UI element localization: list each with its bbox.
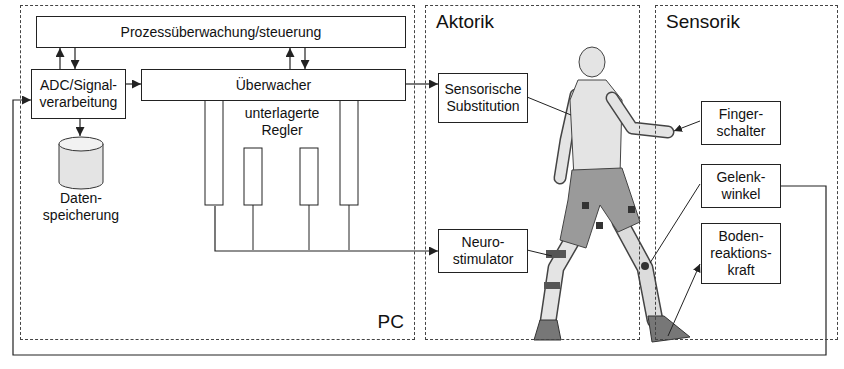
node-label: Überwacher bbox=[236, 77, 311, 94]
process-box: Neuro- stimulator bbox=[438, 229, 528, 273]
process-box: Prozessüberwachung/steuerung bbox=[36, 16, 406, 48]
connector-arrow bbox=[406, 83, 438, 84]
bus-wire bbox=[349, 205, 350, 250]
node-label: Sensorische Substitution bbox=[441, 81, 525, 115]
bus-wire bbox=[309, 205, 310, 250]
sensor-box: Boden- reaktions- kraft bbox=[701, 223, 781, 284]
electrode bbox=[596, 222, 603, 229]
node-label: Boden- reaktions- kraft bbox=[704, 228, 778, 279]
controller-group: unterlagerte Regler bbox=[201, 101, 363, 206]
node-label: unterlagerte Regler bbox=[237, 105, 327, 139]
controller-box bbox=[205, 100, 223, 205]
person-figure bbox=[534, 47, 690, 342]
group-title: Sensorik bbox=[666, 11, 740, 33]
orthosis bbox=[544, 282, 560, 289]
orthosis bbox=[546, 250, 566, 258]
connector-arrow bbox=[126, 83, 141, 84]
leader-line bbox=[650, 184, 700, 263]
group-region: SensorikFinger- schalterGelenk- winkelBo… bbox=[655, 5, 838, 340]
leader-line bbox=[674, 121, 700, 131]
process-box: ADC/Signal- verarbeitung bbox=[31, 69, 126, 119]
leader-line bbox=[527, 97, 571, 115]
connector-arrow bbox=[304, 48, 305, 69]
node-label: ADC/Signal- verarbeitung bbox=[34, 77, 123, 111]
leader-line bbox=[527, 250, 552, 256]
node-label: Prozessüberwachung/steuerung bbox=[121, 24, 322, 41]
connector-arrow bbox=[79, 119, 80, 136]
connector-arrow bbox=[59, 48, 60, 69]
process-box: Sensorische Substitution bbox=[438, 73, 528, 123]
node-label: Finger- schalter bbox=[704, 106, 778, 140]
connector-arrow bbox=[289, 48, 290, 69]
connector-arrow bbox=[215, 206, 438, 251]
electrode bbox=[628, 206, 635, 213]
controller-box bbox=[300, 148, 318, 205]
sensor-box: Finger- schalter bbox=[701, 101, 781, 145]
database-cylinder bbox=[56, 136, 106, 190]
group-region: PC Prozessüberwachung/steuerungADC/Signal… bbox=[20, 5, 415, 340]
connector-arrow bbox=[74, 48, 75, 69]
process-box: Überwacher bbox=[141, 69, 406, 101]
controller-box bbox=[244, 148, 262, 205]
bus-wire bbox=[253, 205, 254, 250]
group-region: AktorikSensorische SubstitutionNeuro- st… bbox=[425, 5, 640, 340]
group-title: Aktorik bbox=[436, 11, 494, 33]
database-cylinder bbox=[59, 137, 103, 151]
database: Daten- speicherung bbox=[36, 136, 126, 231]
node-label: Gelenk- winkel bbox=[704, 169, 778, 203]
node-label: Neuro- stimulator bbox=[441, 234, 525, 268]
node-label: Daten- speicherung bbox=[36, 190, 126, 224]
electrode bbox=[582, 202, 589, 209]
sensor-box: Gelenk- winkel bbox=[701, 164, 781, 208]
group-title: PC bbox=[378, 311, 404, 333]
leader-line bbox=[668, 264, 700, 336]
connector-arrow bbox=[13, 100, 826, 355]
joint-sensor bbox=[641, 262, 649, 270]
controller-box bbox=[340, 100, 358, 205]
